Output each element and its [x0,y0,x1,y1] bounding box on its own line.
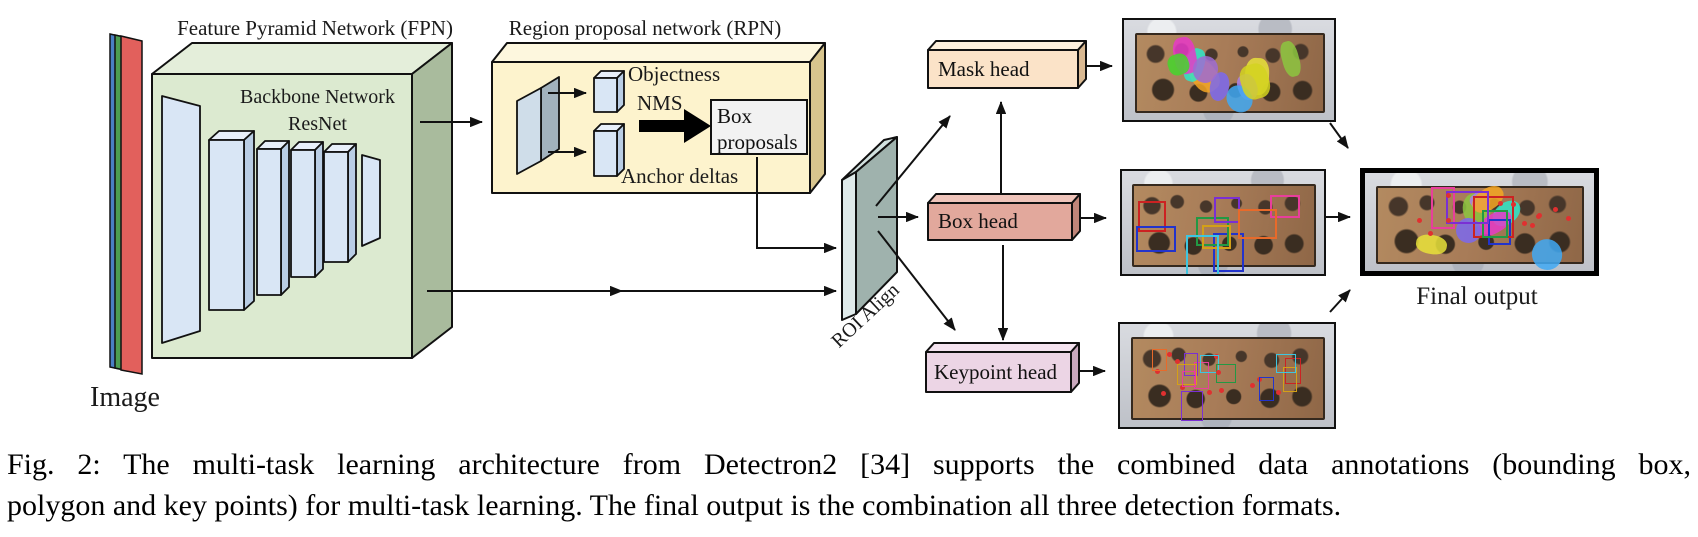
arrow-roi-to-keypoint-head [877,230,956,331]
keypoint-dot-overlay [1180,385,1186,391]
architecture-diagram [109,33,1352,393]
keypoint-box-overlay [1282,366,1297,392]
bbox-overlay [1488,219,1512,245]
caption-line-2: polygon and key points) for multi-task l… [7,489,1342,522]
keypoint-dot-overlay [1250,383,1256,389]
box-proposals: Box proposals [710,99,808,155]
rpn-conv-slab [516,76,560,175]
mask-head-box [927,40,1087,89]
keypoint-dot-overlay [1445,217,1451,223]
arrow-roi-to-mask-head [875,115,951,207]
keypoint-box-overlay [1284,358,1302,384]
bbox-overlay [1481,210,1508,239]
keypoint-head-output-image [1118,322,1336,429]
figure-caption: Fig. 2: The multi-task learning architec… [7,444,1691,526]
keypoint-head-box [925,342,1080,393]
final-output-image [1360,168,1599,276]
keypoint-box-overlay [1275,354,1296,373]
backbone-line1: Backbone Network [240,86,395,108]
keypoint-head-label: Keypoint head [934,359,1058,384]
keypoint-dot-overlay [1498,201,1504,207]
keypoint-dot-overlay [1213,354,1219,360]
keypoint-box-overlay [1259,377,1274,401]
fpn-title: Feature Pyramid Network (FPN) [177,16,453,40]
bbox-overlay [1238,208,1278,239]
keypoint-dot-overlay [1275,390,1281,396]
keypoint-dot-overlay [1511,201,1517,207]
anchor-deltas-label: Anchor deltas [621,164,739,188]
keypoint-box-overlay [1181,370,1197,388]
keypoint-dot-overlay [1427,230,1433,236]
objectness-label: Objectness [628,62,721,86]
box-head-box [927,193,1081,241]
roi-align-slab [841,136,898,321]
keypoint-dot-overlay [1174,359,1180,365]
bbox-overlay [1186,235,1219,274]
keypoint-box-overlay [1152,348,1168,372]
keypoint-box-overlay [1181,391,1203,422]
image-tensor [109,33,143,375]
rpn-title: Region proposal network (RPN) [508,16,782,40]
engine-part [1130,337,1326,420]
objectness-box [593,70,625,113]
keypoint-dot-overlay [1155,368,1161,374]
keypoint-dot-overlay [1522,220,1528,226]
image-channel-red [120,35,143,375]
keypoint-dot-overlay [1207,390,1213,396]
final-output-label: Final output [1416,283,1538,310]
bbox-overlay [1136,226,1176,253]
mask-head-label: Mask head [938,56,1030,81]
arrow-proposals-to-roi [756,157,838,254]
keypoint-dot-overlay [1166,352,1172,357]
keypoint-dot-overlay [1553,206,1559,212]
arrow-maskout-to-final [1329,122,1349,149]
caption-line-1: Fig. 2: The multi-task learning architec… [7,448,1691,481]
keypoint-dot-overlay [1219,388,1225,394]
keypoint-dot-overlay [1536,212,1542,218]
keypoint-dot-overlay [1446,193,1452,199]
bbox-overlay [1213,197,1241,223]
arrow-kpout-to-final [1329,289,1351,313]
backbone-label: Backbone Network ResNet [235,84,400,138]
fpn-pyramid-levels [161,95,381,344]
keypoint-dot-overlay [1216,369,1222,375]
backbone-line2: ResNet [288,113,347,135]
mask-head-output-image [1122,18,1336,122]
nms-label: NMS [637,91,683,115]
keypoint-dot-overlay [1416,217,1422,223]
box-head-output-image [1120,169,1326,276]
anchor-deltas-box [593,123,625,177]
bbox-overlay [1270,194,1300,218]
box-head-label: Box head [938,209,1018,233]
connector-arrows [420,60,1352,377]
bbox-overlay [1196,216,1230,247]
keypoint-dot-overlay [1529,223,1535,229]
image-label: Image [90,382,160,413]
keypoint-dot-overlay [1565,216,1571,222]
keypoint-box-overlay [1176,363,1197,386]
bbox-overlay [1138,201,1167,232]
bbox-overlay [1431,187,1456,230]
nms-arrow [639,109,711,143]
keypoint-dot-overlay [1160,391,1166,397]
keypoint-box-overlay [1215,363,1237,383]
bbox-overlay [1446,191,1489,225]
